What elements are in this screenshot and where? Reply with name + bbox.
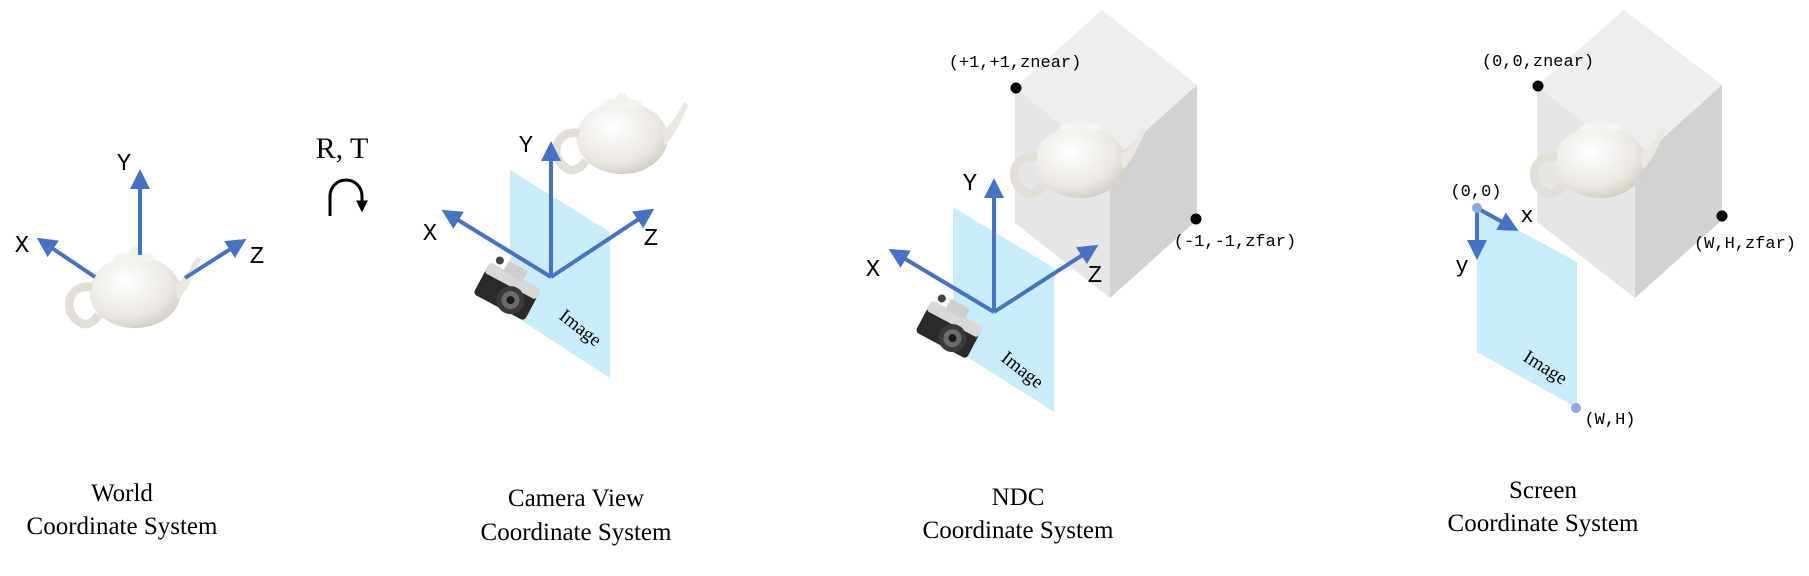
- camera-z-axis: [549, 208, 655, 279]
- screen-y-label: y: [1455, 254, 1468, 279]
- world-y-label: Y: [117, 151, 131, 178]
- ndc-corner-far-point: [1190, 213, 1202, 225]
- screen-origin-label: (0,0): [1450, 183, 1501, 202]
- world-title-line2: Coordinate System: [27, 513, 219, 540]
- ndc-corner-near-point: [1010, 82, 1022, 94]
- screen-corner-near-label: (0,0,znear): [1482, 53, 1594, 72]
- transform-rt: R, T: [316, 132, 369, 216]
- ndc-z-label: Z: [1088, 263, 1102, 290]
- teapot-icon: [69, 246, 201, 328]
- screen-box-side: [1635, 85, 1722, 298]
- world-title-line1: World: [91, 480, 153, 507]
- world-z-axis: [183, 238, 247, 280]
- world-x-label: X: [15, 233, 29, 260]
- camera-title-line2: Coordinate System: [481, 519, 673, 546]
- camera-y-label: Y: [519, 133, 533, 160]
- ndc-title-line1: NDC: [992, 484, 1045, 511]
- camera-z-label: Z: [644, 226, 658, 253]
- screen-wh-point: [1571, 403, 1581, 413]
- camera-x-label: X: [423, 221, 437, 248]
- ndc-box-side: [1110, 85, 1197, 298]
- screen-corner-far-point: [1716, 210, 1728, 222]
- rotate-arrow-icon: [328, 178, 368, 216]
- screen-title-line2: Coordinate System: [1448, 510, 1640, 537]
- screen-x-axis: [1476, 206, 1519, 231]
- screen-image-plane: [1477, 208, 1577, 408]
- ndc-title-line2: Coordinate System: [923, 517, 1115, 544]
- panel-camera: Image Y X Z Camera View Coordinate Syste…: [423, 92, 689, 546]
- camera-x-axis: [441, 209, 553, 279]
- ndc-box-top: [1015, 10, 1197, 163]
- panel-ndc: Image Y X Z (+1,+1,znear) (-1,-1,zfar) N…: [866, 10, 1296, 544]
- panel-screen: Image x y (0,0) (W,H) (0,0,znear) (W,H,z…: [1448, 10, 1796, 537]
- panel-world: Y X Z World Coordinate System: [15, 151, 264, 540]
- teapot-icon: [556, 92, 688, 174]
- ndc-corner-far-label: (-1,-1,zfar): [1174, 233, 1296, 252]
- camera-image-plane: [510, 170, 610, 378]
- screen-title-line1: Screen: [1509, 477, 1578, 504]
- screen-corner-near-point: [1532, 80, 1544, 92]
- screen-corner-far-label: (W,H,zfar): [1694, 235, 1796, 254]
- ndc-image-plane: [953, 207, 1054, 412]
- ndc-z-axis: [992, 244, 1099, 314]
- screen-origin-point: [1472, 203, 1482, 213]
- transform-label: R, T: [316, 132, 369, 165]
- screen-wh-label: (W,H): [1584, 411, 1635, 430]
- ndc-x-label: X: [866, 257, 880, 284]
- camera-title-line1: Camera View: [508, 485, 644, 512]
- screen-x-label: x: [1520, 204, 1533, 229]
- world-z-label: Z: [250, 244, 264, 271]
- world-x-axis: [36, 237, 97, 279]
- ndc-y-label: Y: [963, 171, 977, 198]
- ndc-corner-near-label: (+1,+1,znear): [949, 54, 1082, 73]
- ndc-x-axis: [888, 248, 996, 314]
- screen-box-top: [1537, 10, 1722, 163]
